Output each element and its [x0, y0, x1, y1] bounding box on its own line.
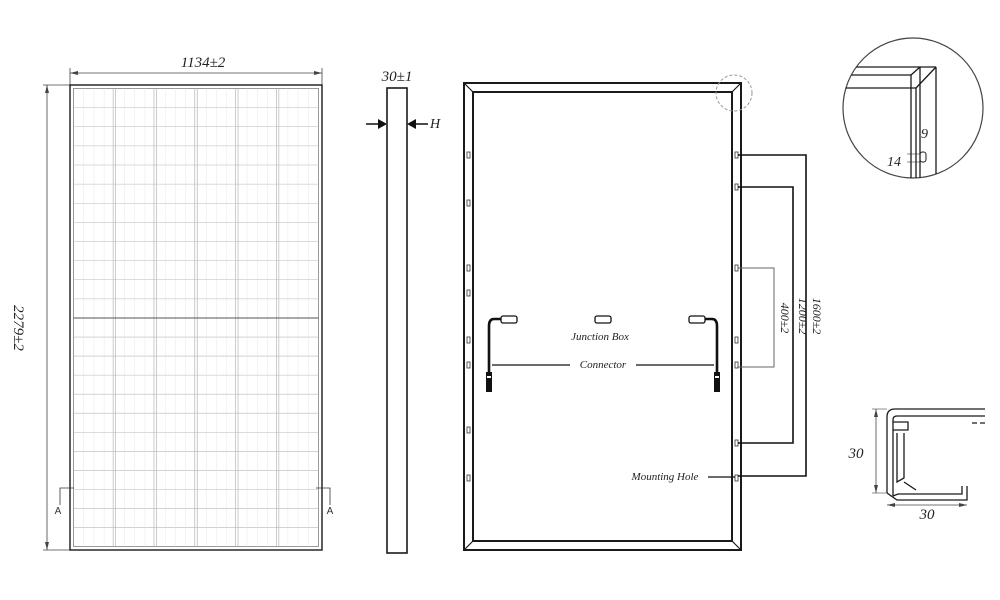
front-height-dim: 2279±2	[10, 305, 26, 351]
mounting-holes	[466, 151, 739, 482]
detail-dim-14: 14	[887, 155, 901, 170]
cell-grid	[73, 88, 319, 547]
connector-right	[714, 372, 720, 392]
arrow-left-icon	[407, 119, 416, 129]
dim-1600: 1600±2	[810, 298, 824, 335]
section-mark-right: A	[327, 506, 334, 517]
dim-1200: 1200±2	[796, 298, 810, 335]
side-thickness-dim: 30±1	[381, 69, 413, 85]
corner-detail: 9 14	[842, 37, 984, 179]
detail-dim-9: 9	[921, 127, 928, 142]
connector-left	[486, 372, 492, 392]
back-view: 400±2 1200±2 1600±2 Junction Box Connect…	[463, 74, 824, 551]
dim-400: 400±2	[778, 303, 792, 334]
section-dim-width: 30	[919, 507, 936, 523]
junction-box-center	[594, 315, 612, 324]
side-profile	[386, 87, 408, 554]
section-mark-left: A	[55, 506, 62, 517]
junction-box-left	[500, 315, 518, 324]
mounting-hole-label: Mounting Hole	[631, 471, 699, 483]
side-h-label: H	[429, 117, 441, 132]
junction-box-label: Junction Box	[571, 331, 629, 343]
connector-cables	[487, 317, 719, 372]
connector-label: Connector	[580, 359, 627, 371]
section-dim-height: 30	[848, 446, 865, 462]
frame-cross-section: 30 30	[848, 408, 985, 523]
back-frame-inner	[472, 91, 733, 542]
front-view: 1134±2 2279±2 A A	[10, 55, 334, 551]
corner-detail-marker	[715, 74, 753, 112]
arrow-right-icon	[378, 119, 387, 129]
junction-box-right	[688, 315, 706, 324]
hole-spacing-dims	[738, 154, 807, 477]
side-view: 30±1 H	[366, 69, 441, 554]
front-width-dim: 1134±2	[181, 55, 226, 71]
